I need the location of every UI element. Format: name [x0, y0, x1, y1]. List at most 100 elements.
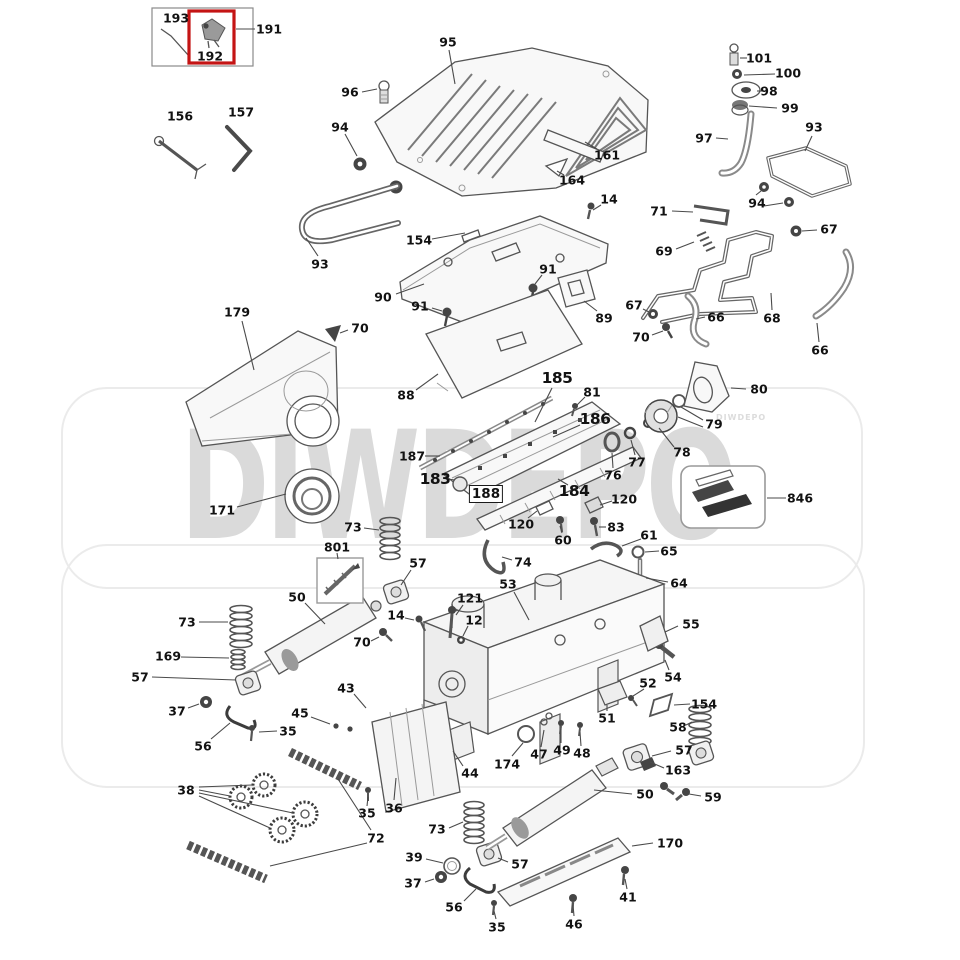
leader-66	[816, 322, 820, 343]
part-callout-163: 163	[664, 762, 692, 778]
leader-73	[448, 821, 464, 829]
screw-14-top	[586, 202, 595, 220]
roller-pin-120b	[535, 500, 554, 516]
part-callout-801: 801	[323, 539, 351, 555]
hook-74	[482, 539, 506, 575]
motor-housing-36	[365, 701, 461, 813]
part-callout-69: 69	[655, 243, 673, 259]
leader-73	[363, 527, 380, 531]
leader-52	[632, 688, 645, 697]
leader-99	[748, 105, 778, 109]
leader-93	[804, 135, 813, 152]
leader-50	[304, 602, 326, 625]
roller-pin-120a	[584, 496, 604, 514]
part-192-icon	[201, 18, 226, 49]
roller-50-bottom	[485, 757, 619, 851]
bolt-70-mid	[662, 323, 674, 339]
plate-89	[557, 269, 596, 308]
feed-shaft-187	[418, 395, 554, 471]
washer-47a	[540, 718, 548, 726]
part-callout-53: 53	[499, 576, 517, 592]
bottom-left-hardware	[200, 696, 353, 742]
screw-49	[558, 720, 564, 726]
leader-81	[576, 396, 586, 406]
part-callout-48: 48	[573, 745, 591, 761]
blade-bar-184	[476, 446, 642, 531]
part-callout-89: 89	[595, 310, 613, 326]
bottom-screws	[435, 857, 629, 916]
clip-56b	[463, 866, 496, 894]
leader-80	[730, 387, 747, 390]
part-callout-71: 71	[650, 203, 668, 219]
part-callout-74: 74	[514, 554, 532, 570]
handle-93-left	[298, 183, 401, 245]
part-callout-61: 61	[640, 527, 658, 543]
adapter-171	[284, 468, 340, 524]
leader-120	[527, 510, 538, 519]
part-callout-68: 68	[763, 310, 781, 326]
part-callout-54: 54	[664, 669, 682, 685]
spring-169	[230, 648, 246, 671]
leader-77	[630, 439, 636, 456]
part-callout-43: 43	[337, 680, 355, 696]
washer-47b	[545, 712, 553, 720]
chains-72	[186, 747, 362, 884]
leader-58	[685, 721, 693, 726]
leader-38	[198, 784, 253, 788]
spring-69	[696, 231, 716, 252]
part-callout-49: 49	[553, 742, 571, 758]
part-callout-56: 56	[194, 738, 212, 754]
part-callout-157: 157	[227, 104, 255, 120]
leader-163	[649, 761, 665, 769]
leader-12	[462, 625, 469, 637]
pad-154b	[648, 692, 674, 718]
part-callout-38: 38	[177, 782, 195, 798]
leader-54	[664, 659, 670, 671]
part-callout-44: 44	[461, 765, 479, 781]
part-callout-120: 120	[610, 491, 638, 507]
leader-184	[557, 478, 569, 486]
screw-46	[569, 894, 577, 902]
part-callout-154: 154	[690, 696, 718, 712]
part-callout-50: 50	[288, 589, 306, 605]
leader-70	[651, 330, 664, 336]
leader-57	[151, 676, 237, 681]
leader-121	[455, 604, 464, 616]
spring-73-left	[229, 604, 253, 649]
leader-68	[770, 292, 773, 311]
part-callout-57: 57	[409, 555, 427, 571]
clip-61	[589, 541, 623, 558]
screw-52	[628, 695, 634, 701]
leader-94	[755, 190, 762, 196]
mid-housing-90	[399, 215, 609, 323]
part-callout-72: 72	[367, 830, 385, 846]
leader-41	[624, 878, 628, 890]
leader-100	[743, 73, 776, 76]
part-callout-64: 64	[670, 575, 688, 591]
part-callout-66: 66	[811, 342, 829, 358]
screw-45a	[333, 723, 339, 729]
leader-96	[361, 88, 378, 93]
part-callout-192: 192	[196, 48, 224, 64]
cone-80	[683, 361, 730, 413]
bearing-train	[603, 361, 730, 453]
bracket-71	[693, 204, 730, 226]
leader-36	[393, 777, 397, 801]
leader-45	[310, 716, 331, 725]
spring-58	[688, 704, 712, 746]
part-callout-83: 83	[607, 519, 625, 535]
part-callout-185: 185	[541, 369, 573, 387]
leader-38	[198, 795, 271, 829]
part-callout-35: 35	[488, 919, 506, 935]
part-callout-60: 60	[554, 532, 572, 548]
leader-94	[344, 133, 358, 157]
hex-key-157	[225, 125, 253, 172]
leader-44	[452, 750, 464, 767]
part-callout-51: 51	[598, 710, 616, 726]
nut-67-mid	[648, 309, 658, 319]
part-callout-35: 35	[358, 805, 376, 821]
screw-41	[621, 866, 629, 874]
part-callout-65: 65	[660, 543, 678, 559]
screw-35c	[491, 900, 497, 906]
